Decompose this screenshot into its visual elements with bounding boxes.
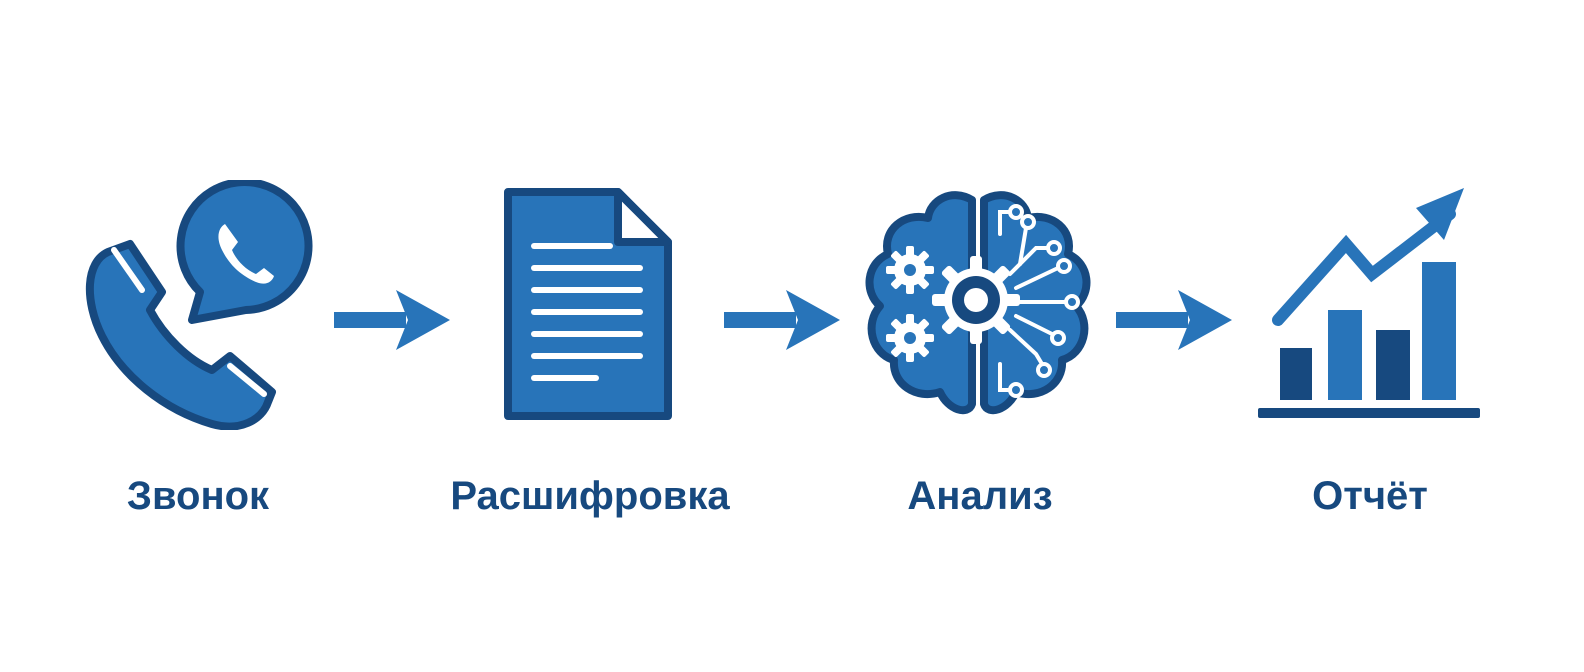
document-icon (504, 188, 672, 420)
arrow-right-icon (724, 290, 840, 350)
step-label-analysis: Анализ (907, 474, 1053, 518)
phone-call-icon (85, 180, 313, 430)
arrow-right-icon (1116, 290, 1232, 350)
step-label-call: Звонок (126, 474, 270, 518)
brain-gears-icon (865, 191, 1091, 415)
step-label-report: Отчёт (1312, 474, 1428, 518)
step-label-transcription: Расшифровка (450, 474, 730, 518)
arrow-right-icon (334, 290, 450, 350)
growth-chart-icon (1258, 188, 1480, 418)
